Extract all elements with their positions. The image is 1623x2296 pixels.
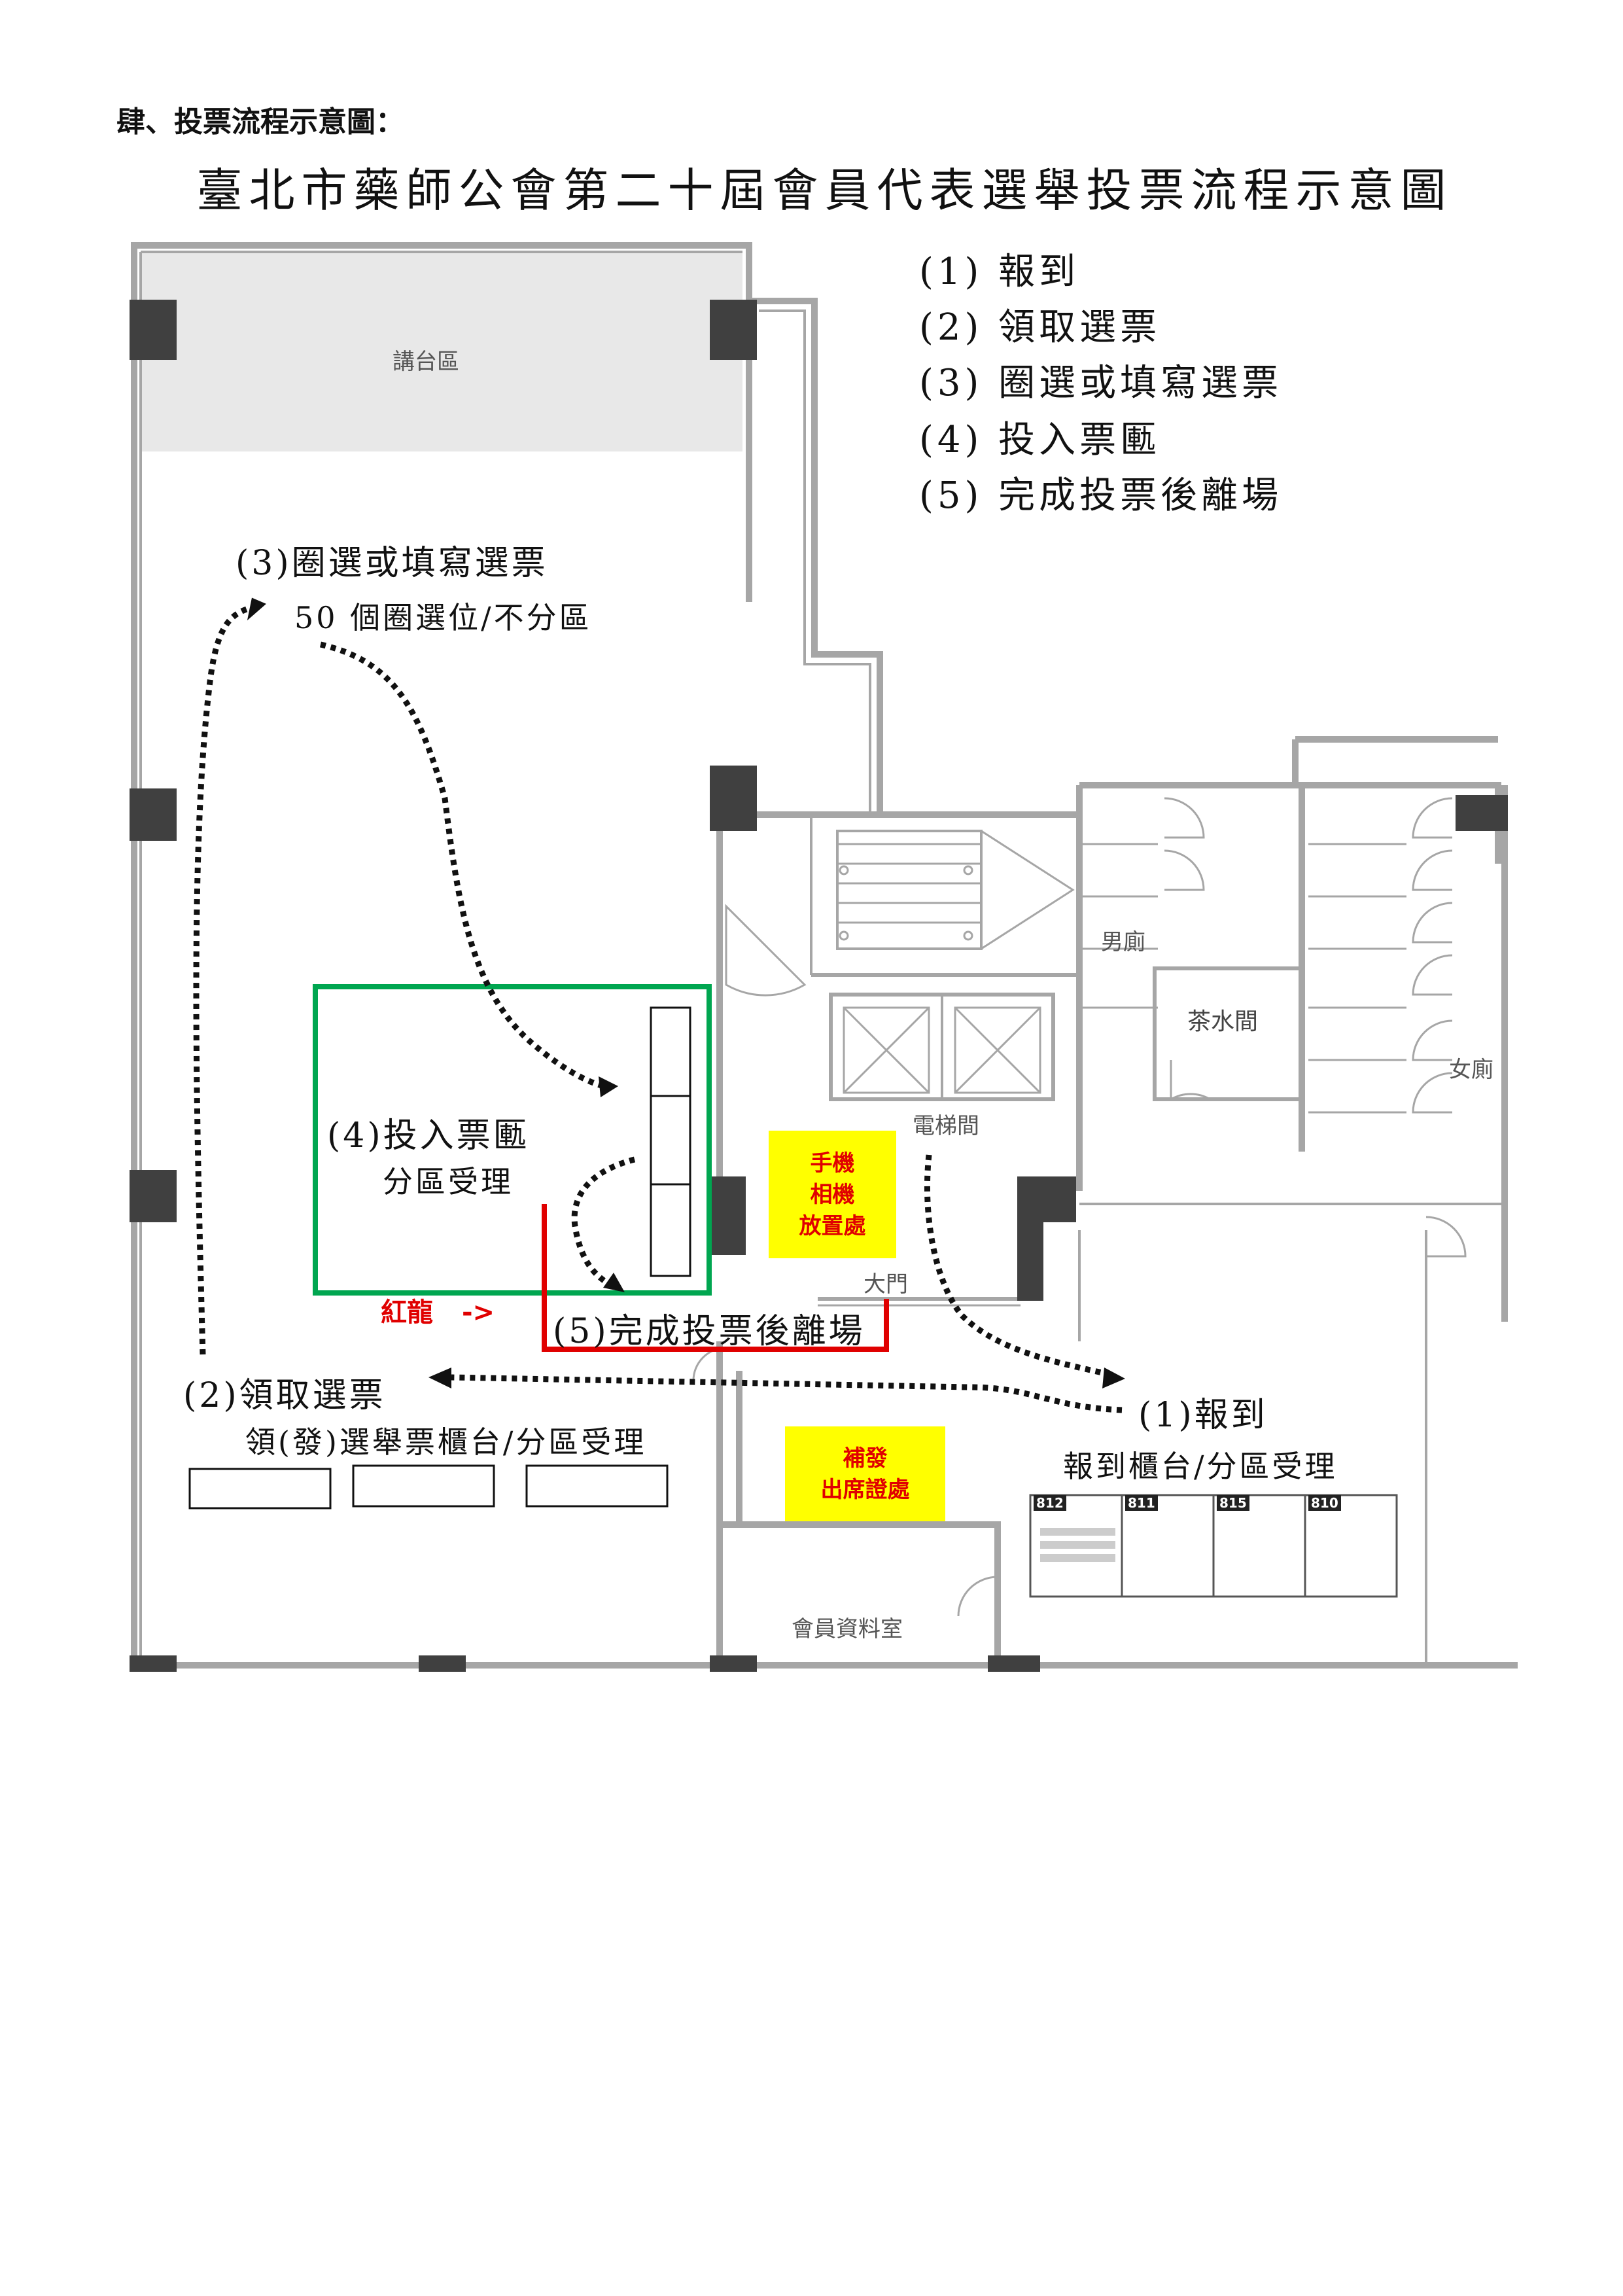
step-leave: (5)完成投票後離場 — [553, 1312, 865, 1351]
room-label-records-room: 會員資料室 — [792, 1616, 903, 1642]
step-receive-title: (2)領取選票 — [183, 1376, 386, 1415]
stage-area — [141, 252, 742, 451]
checkin-counter-papers — [1040, 1528, 1115, 1562]
walls — [131, 242, 1518, 1669]
room-label-pantry: 茶水間 — [1187, 1008, 1259, 1035]
legend-item-2: (2) 領取選票 — [919, 306, 1161, 349]
step-checkin-sub: 報到櫃台/分區受理 — [1063, 1449, 1338, 1484]
path-receive-to-mark — [193, 605, 250, 1355]
section-heading: 肆、投票流程示意圖： — [116, 105, 404, 139]
step-mark-sub: 50 個圈選位/不分區 — [294, 600, 592, 635]
step-receive-sub: 領(發)選舉票櫃台/分區受理 — [245, 1424, 647, 1460]
reissue-note-line-2: 出席證處 — [820, 1476, 910, 1503]
path-box-to-exit — [571, 1156, 636, 1288]
ballot-box-zone — [313, 984, 712, 1296]
phone-note-line-3: 放置處 — [799, 1212, 866, 1239]
legend-item-3: (3) 圈選或填寫選票 — [919, 362, 1283, 404]
room-label-womens-restroom: 女廁 — [1449, 1057, 1493, 1083]
legend-item-4: (4) 投入票匭 — [919, 419, 1161, 461]
path-door-to-checkin — [924, 1154, 1109, 1377]
room-label-main-door: 大門 — [864, 1271, 908, 1298]
step-mark-title: (3)圈選或填寫選票 — [236, 544, 548, 583]
red-barrier-arrow: -> — [461, 1298, 495, 1328]
stair-treads — [837, 830, 1075, 950]
room-label-stage: 講台區 — [393, 349, 459, 375]
step-box-sub: 分區受理 — [383, 1164, 514, 1199]
red-barrier-text: 紅龍 — [381, 1298, 433, 1328]
issue-counters — [188, 1464, 669, 1510]
reissue-note: 補發 出席證處 — [785, 1426, 945, 1521]
phone-note-line-2: 相機 — [810, 1181, 855, 1208]
legend-item-5: (5) 完成投票後離場 — [919, 474, 1283, 517]
path-mark-to-box — [320, 641, 606, 1089]
door-swings — [692, 797, 1467, 1617]
counter-number-1: 812 — [1034, 1495, 1066, 1511]
step-checkin-title: (1)報到 — [1138, 1396, 1268, 1435]
counter-number-4: 810 — [1308, 1495, 1341, 1511]
phone-storage-note: 手機 相機 放置處 — [769, 1131, 896, 1258]
step-box-title: (4)投入票匭 — [327, 1116, 530, 1156]
phone-note-line-1: 手機 — [810, 1150, 855, 1176]
room-label-elevator: 電梯間 — [913, 1113, 979, 1139]
room-label-mens-restroom: 男廁 — [1101, 929, 1145, 955]
red-barrier-label: 紅龍 -> — [381, 1291, 495, 1329]
flow-paths — [193, 605, 1123, 1413]
counter-number-2: 811 — [1125, 1495, 1158, 1511]
path-checkin-to-receive — [451, 1374, 1123, 1413]
reissue-note-line-1: 補發 — [843, 1445, 888, 1472]
counter-number-3: 815 — [1217, 1495, 1249, 1511]
legend-item-1: (1) 報到 — [919, 251, 1080, 293]
elevator-cars — [843, 1006, 1041, 1094]
page-title: 臺北市藥師公會第二十屆會員代表選舉投票流程示意圖 — [196, 164, 1453, 217]
restroom-stalls — [1079, 843, 1406, 1114]
red-barrier — [542, 1204, 889, 1352]
pillars — [130, 300, 1508, 1672]
arrowheads — [247, 597, 1125, 1388]
ballot-boxes — [650, 1006, 691, 1277]
